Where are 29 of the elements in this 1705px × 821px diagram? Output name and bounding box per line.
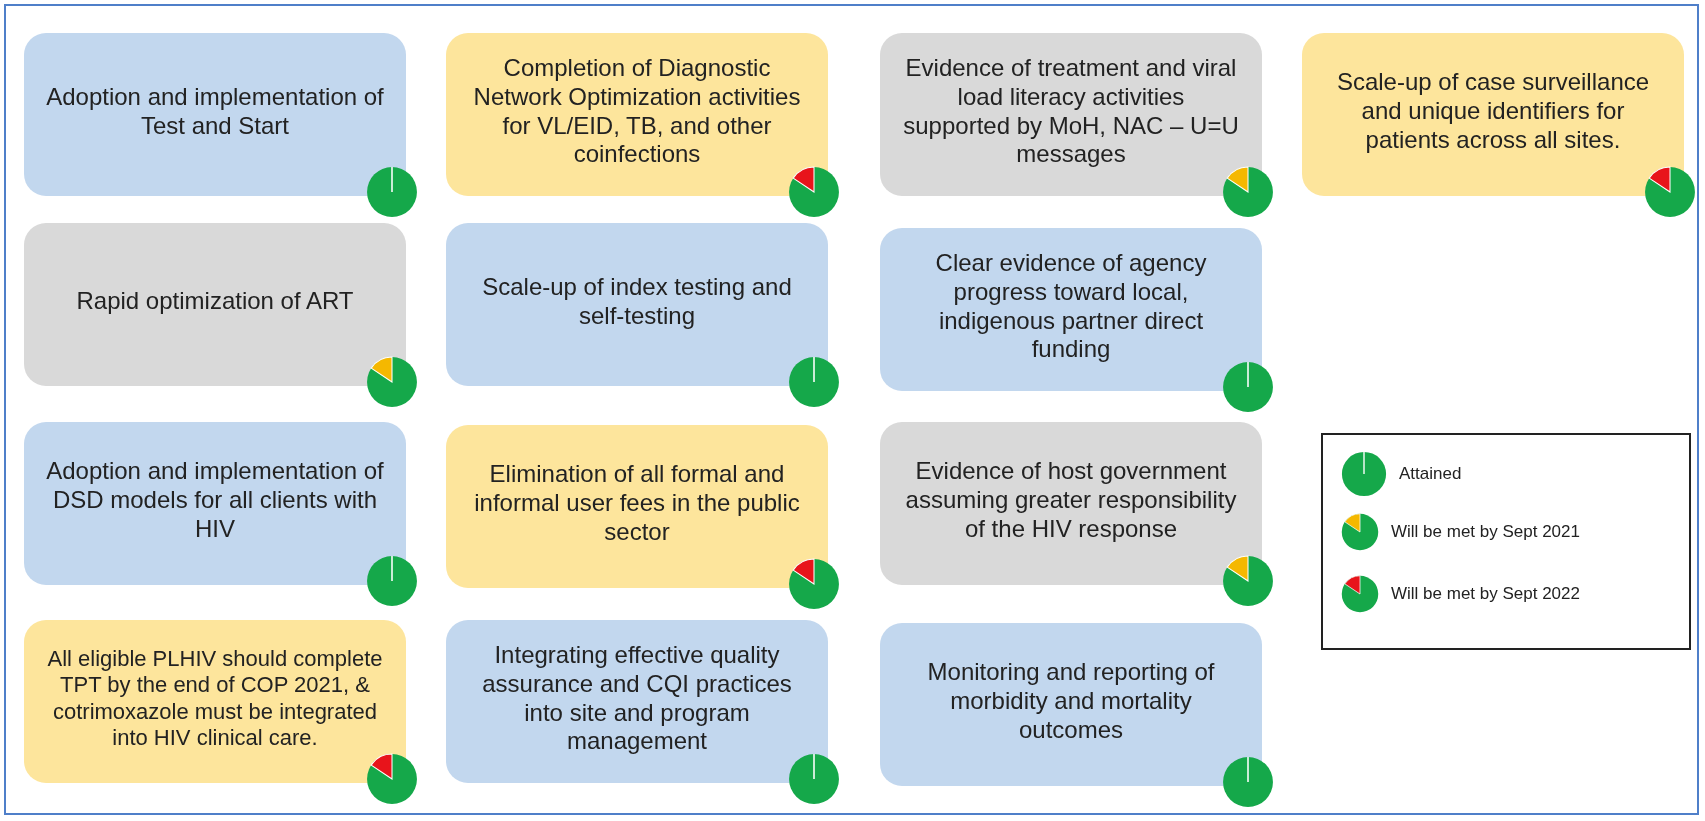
- goal-text: Adoption and implementation of Test and Start: [46, 82, 384, 141]
- goal-card: [880, 422, 1262, 585]
- goal-card: [880, 228, 1262, 391]
- goal-text: Evidence of treatment and viral load literacy activities supported by MoH, NAC – U=U messages: [902, 53, 1240, 170]
- legend-label: Will be met by Sept 2021: [1391, 522, 1580, 542]
- goal-text: All eligible PLHIV should complete TPT by the end of COP 2021, & cotrimoxazole must be integrated into HIV clinical care.: [46, 645, 384, 752]
- goal-card: [880, 33, 1262, 196]
- goal-text: Completion of Diagnostic Network Optimization activities for VL/EID, TB, and other coinfections: [472, 53, 802, 170]
- goal-card: [446, 425, 828, 588]
- goal-text: Clear evidence of agency progress toward local, indigenous partner direct funding: [934, 248, 1208, 365]
- legend-label: Will be met by Sept 2022: [1391, 584, 1580, 604]
- goal-text: Rapid optimization of ART: [76, 287, 354, 316]
- goal-text: Adoption and implementation of DSD models for all clients with HIV: [46, 457, 384, 544]
- legend-label: Attained: [1399, 464, 1462, 484]
- goal-text: Monitoring and reporting of morbidity and mortality outcomes: [926, 658, 1216, 745]
- goal-text: Integrating effective quality assurance and CQI practices into site and program management: [481, 640, 793, 757]
- goal-card: [24, 422, 406, 585]
- goal-text: Scale-up of case surveillance and unique identifiers for patients across all sites.: [1335, 68, 1651, 155]
- goal-text: Elimination of all formal and informal user fees in the public sector: [473, 460, 801, 547]
- goal-card: [446, 33, 828, 196]
- goal-text: Scale-up of index testing and self-testing: [481, 272, 793, 331]
- goal-card: [1302, 33, 1684, 196]
- goal-card: [24, 620, 406, 783]
- goal-text: Evidence of host government assuming greater responsibility of the HIV response: [904, 457, 1238, 544]
- goal-card: [24, 223, 406, 386]
- goal-card: [880, 623, 1262, 786]
- goal-card: [24, 33, 406, 196]
- goal-card: [446, 620, 828, 783]
- goal-card: [446, 223, 828, 386]
